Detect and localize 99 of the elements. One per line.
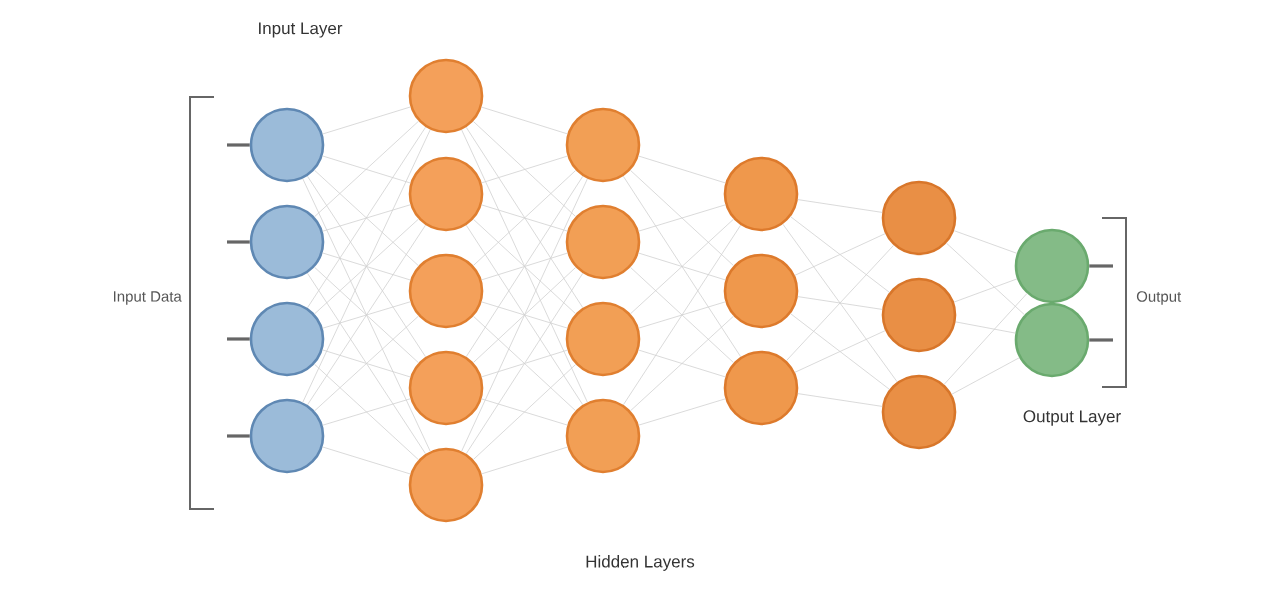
connection-line xyxy=(638,204,726,232)
connection-line xyxy=(638,155,726,184)
connection-line xyxy=(790,216,890,293)
connection-line xyxy=(465,224,584,406)
connection-line xyxy=(322,106,411,135)
connection-line xyxy=(782,223,898,383)
neuron-circle xyxy=(1014,302,1090,378)
connection-line xyxy=(472,121,577,217)
connection-line xyxy=(638,398,726,426)
connection-line xyxy=(481,155,568,184)
neuron-circle xyxy=(565,398,641,474)
neuron-circle xyxy=(565,301,641,377)
neuron-circle xyxy=(881,374,957,450)
connection-line xyxy=(314,218,419,315)
connection-line xyxy=(630,266,734,364)
connection-line xyxy=(953,230,1018,254)
connection-line xyxy=(322,398,411,426)
connection-line xyxy=(322,301,411,329)
neuron-circle xyxy=(565,204,641,280)
connection-line xyxy=(630,218,734,315)
connection-line xyxy=(481,301,568,329)
connection-line xyxy=(307,224,426,406)
neuron-circle xyxy=(881,180,957,256)
connection-line xyxy=(322,204,411,232)
input-line xyxy=(227,240,250,244)
connection-line xyxy=(465,272,584,455)
layer-label: Input Layer xyxy=(259,22,343,38)
connection-line xyxy=(481,252,568,281)
connection-line xyxy=(481,349,568,378)
connection-line xyxy=(953,278,1018,303)
connection-line xyxy=(307,175,426,358)
neuron-circle xyxy=(565,107,641,183)
connection-line xyxy=(314,266,419,364)
connection-line xyxy=(794,233,886,276)
connection-line xyxy=(302,129,431,403)
neuron-circle xyxy=(408,58,484,134)
connection-line xyxy=(472,364,577,460)
bracket-label: Output xyxy=(1136,291,1182,305)
neuron-circle xyxy=(249,398,325,474)
connection-line xyxy=(314,169,419,267)
connection-line xyxy=(481,204,568,232)
connection-line xyxy=(638,349,726,378)
connection-line xyxy=(481,446,568,475)
connection-line xyxy=(465,175,584,358)
connection-line xyxy=(943,293,1028,385)
neuron-circle xyxy=(1014,228,1090,304)
output-line xyxy=(1089,338,1113,342)
output-line xyxy=(1089,264,1113,268)
connection-line xyxy=(790,313,890,390)
input-line xyxy=(227,434,250,438)
connection-line xyxy=(465,126,584,309)
neuron-circle xyxy=(249,301,325,377)
connection-line xyxy=(322,252,411,281)
connection-line xyxy=(314,120,419,218)
connection-line xyxy=(481,106,568,135)
neuron-circle xyxy=(881,277,957,353)
connection-line xyxy=(314,363,419,461)
connection-line xyxy=(302,178,431,452)
input-line xyxy=(227,337,250,341)
connection-line xyxy=(955,321,1016,334)
connection-line xyxy=(797,199,883,213)
connection-line xyxy=(473,218,576,315)
neuron-circle xyxy=(723,156,799,232)
neuron-circle xyxy=(723,253,799,329)
connection-line xyxy=(472,170,577,266)
layer-label: Hidden Layers xyxy=(586,555,695,571)
input-line xyxy=(227,143,250,147)
connection-line xyxy=(951,357,1020,395)
connection-line xyxy=(630,169,734,267)
neuron-circle xyxy=(249,204,325,280)
connection-line xyxy=(622,175,742,358)
neuron-circle xyxy=(408,156,484,232)
connection-line xyxy=(322,155,411,184)
neuron-circle xyxy=(408,253,484,329)
connection-line xyxy=(307,126,426,309)
neuron-circle xyxy=(723,350,799,426)
connection-line xyxy=(797,393,883,407)
connection-line xyxy=(473,315,576,412)
connection-line xyxy=(638,252,726,281)
connection-line xyxy=(314,315,419,412)
layer-label: Output Layer xyxy=(1023,410,1121,426)
neuron-circle xyxy=(249,107,325,183)
bracket-label: Input Data xyxy=(114,291,182,305)
connection-line xyxy=(472,267,577,363)
connection-line xyxy=(786,244,894,362)
connection-line xyxy=(794,330,886,373)
connection-line xyxy=(623,224,741,406)
neuron-circle xyxy=(408,350,484,426)
connection-line xyxy=(630,315,734,412)
connection-line xyxy=(322,446,411,475)
connection-line xyxy=(461,129,588,403)
connection-line xyxy=(481,398,568,426)
connection-line xyxy=(461,178,588,452)
connection-line xyxy=(307,272,426,455)
neuron-circle xyxy=(408,447,484,523)
connection-line xyxy=(638,301,726,329)
connection-line xyxy=(322,349,411,378)
connection-line xyxy=(946,242,1025,316)
connection-line xyxy=(797,296,883,310)
